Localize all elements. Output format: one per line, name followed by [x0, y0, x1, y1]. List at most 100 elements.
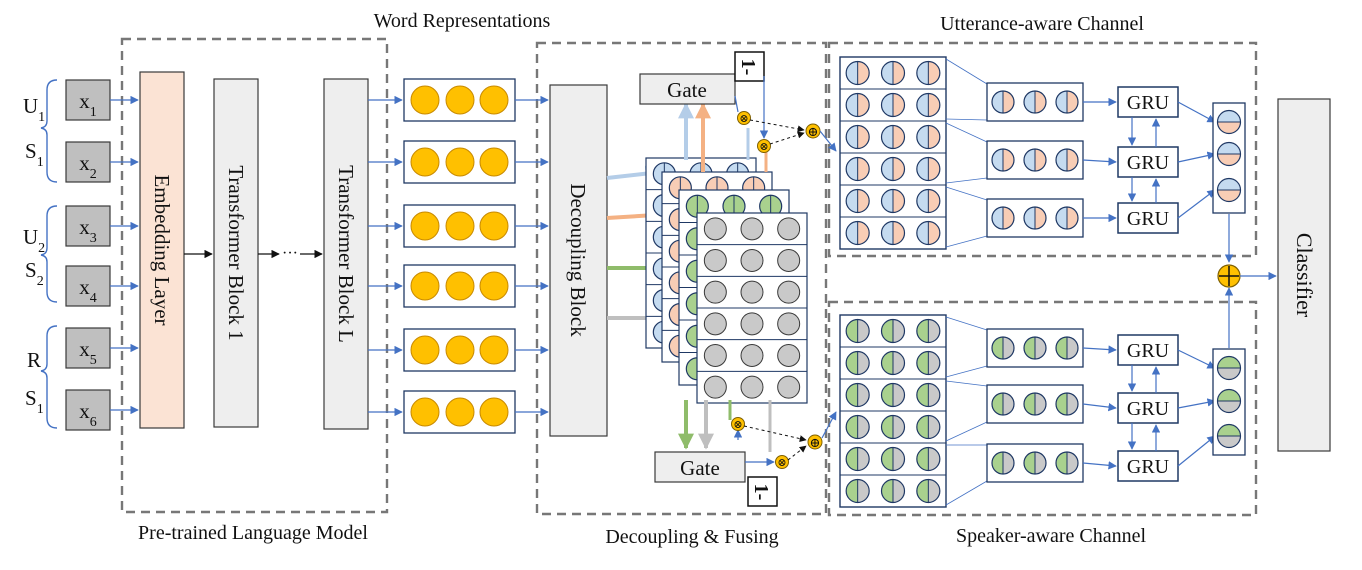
decoupled-matrices: [645, 157, 808, 404]
word-representations-label: Word Representations: [374, 10, 551, 32]
utterance-gru: GRU: [1117, 146, 1179, 178]
decoupling-region: [535, 41, 828, 516]
circle-left-half: [669, 240, 681, 263]
circle-left-half: [881, 447, 893, 471]
word-rep-circle: [445, 271, 475, 301]
circle-right-half: [1003, 207, 1014, 229]
circle-left-half: [1024, 393, 1035, 415]
circle-top-half: [1217, 424, 1241, 436]
row-group-circle: [991, 392, 1015, 416]
circle-left-half: [686, 292, 698, 315]
speaker-row-group: [986, 443, 1084, 483]
grid-cell: [916, 414, 941, 440]
gru-out-arrow: [1177, 349, 1216, 369]
circle-left-half: [916, 319, 929, 343]
word-rep-circle: [445, 85, 475, 115]
matrix-cell: [777, 249, 801, 272]
circle-left-half: [1024, 149, 1035, 171]
circle-left-half: [669, 176, 681, 199]
circle-right-half: [928, 479, 940, 503]
grid-cell: [880, 414, 906, 440]
matrix-cell: [703, 217, 727, 241]
top-gate-label: Gate: [667, 78, 707, 102]
decoupling-block: [549, 84, 608, 437]
circle-left-half: [916, 125, 929, 149]
circle-right-half: [893, 383, 905, 407]
circle-left-half: [669, 335, 681, 358]
word-rep-circle: [479, 271, 509, 301]
circle-left-half: [916, 479, 929, 503]
row-group-circle: [1023, 148, 1047, 172]
matrix-cell: [777, 217, 801, 241]
circle-left-half: [881, 351, 893, 375]
circle-bottom-half: [1217, 122, 1241, 134]
circle-right-half: [857, 351, 870, 375]
embedding-layer-label: Embedding Layer: [150, 174, 174, 325]
circle-left-half: [916, 447, 929, 471]
matrix-cell: [740, 249, 764, 272]
grid-cell: [845, 350, 870, 376]
gru-label: GRU: [1127, 92, 1170, 114]
fan-line: [945, 365, 988, 378]
grid-cell: [880, 220, 906, 246]
circle-top-half: [1217, 110, 1241, 122]
circle-top-half: [1217, 178, 1241, 190]
matrix-speaker-grey: [696, 212, 808, 404]
segment-label-r: R: [27, 348, 41, 372]
fan-line: [945, 122, 988, 143]
circle-right-half: [928, 351, 940, 375]
gru-label: GRU: [1127, 208, 1170, 230]
row-group-circle: [1023, 392, 1047, 416]
row-group-circle: [991, 206, 1015, 230]
gru-out-arrow: [1177, 101, 1216, 123]
circle-left-half: [846, 221, 858, 245]
row-group-circle: [1023, 336, 1047, 360]
row-group-circle: [991, 148, 1015, 172]
circle-left-half: [992, 393, 1003, 415]
circle-left-half: [992, 149, 1003, 171]
to-gru-arrow: [1082, 402, 1117, 412]
svg-text:x4: x4: [79, 275, 97, 306]
word-rep-circle: [410, 85, 440, 115]
grid-cell: [916, 220, 941, 246]
word-rep-row: [403, 390, 516, 434]
grid-cell: [880, 188, 906, 214]
circle-right-half: [928, 447, 940, 471]
circle-right-half: [734, 195, 745, 218]
svg-text:x2: x2: [79, 151, 97, 182]
circle-right-half: [857, 447, 870, 471]
circle-left-half: [916, 383, 929, 407]
matrix-cell: [703, 344, 727, 367]
circle-right-half: [893, 157, 905, 181]
decoupling-block-label: Decoupling Block: [566, 183, 590, 337]
speaker-row-group: [986, 328, 1084, 368]
circle-bottom-half: [1217, 436, 1241, 448]
decoupling-input-arrows: [515, 95, 549, 417]
grid-cell: [845, 382, 870, 408]
token-box: x1: [65, 79, 111, 121]
utterance-row-group: [986, 140, 1084, 180]
matrix-cell: [777, 344, 801, 367]
row-group-circle: [1023, 90, 1047, 114]
bottom-gate-label: Gate: [680, 456, 720, 480]
grid-cell: [845, 60, 870, 86]
circle-left-half: [881, 93, 893, 117]
matrix-cell: [740, 344, 764, 367]
circle-right-half: [893, 125, 905, 149]
word-rep-row: [403, 78, 516, 122]
word-rep-circle: [410, 211, 440, 241]
circle-right-half: [893, 351, 905, 375]
circle-left-half: [846, 157, 858, 181]
segment-label-s1: S1: [25, 139, 44, 170]
circle-right-half: [893, 415, 905, 439]
utterance-gru: GRU: [1117, 202, 1179, 234]
word-rep-circle: [479, 397, 509, 427]
bottom-multiply-1: [731, 417, 745, 431]
circle-right-half: [857, 61, 870, 85]
bottom-add-sign: ⊕: [810, 435, 821, 450]
fan-line: [945, 177, 988, 184]
circle-right-half: [1003, 452, 1014, 474]
circle-left-half: [723, 195, 734, 218]
word-rep-circle: [410, 335, 440, 365]
